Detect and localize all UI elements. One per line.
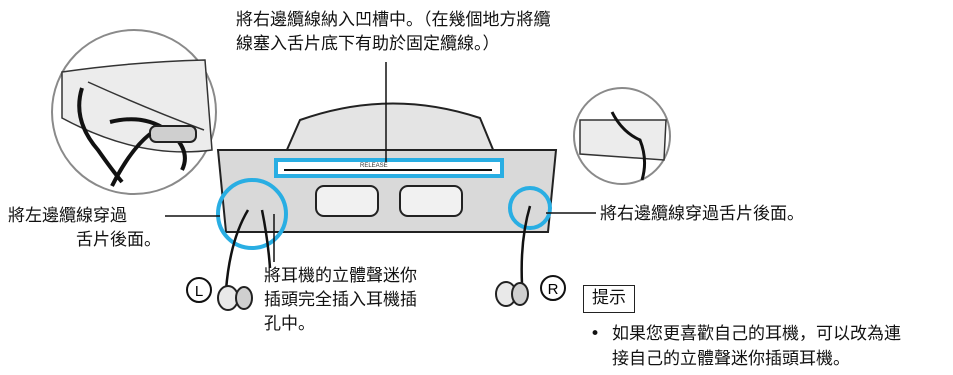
callout-bottom-line2: 插頭完全插入耳機插 [264, 290, 417, 310]
left-earbud [217, 285, 253, 311]
right-cable [520, 205, 532, 285]
callout-top: 將右邊纜線納入凹槽中。（在幾個地方將纜 線塞入舌片底下有助於固定纜線。） [236, 8, 551, 56]
tip-title: 提示 [583, 285, 635, 313]
headset-body [216, 102, 558, 233]
callout-left: 將左邊纜線穿過 舌片後面。 [8, 204, 161, 252]
right-earbud [495, 281, 529, 307]
left-jack-highlight [216, 178, 288, 250]
tip-note: • 如果您更喜歡自己的耳機，可以改為連 接自己的立體聲迷你插頭耳機。 [590, 322, 901, 372]
callout-top-line2: 線塞入舌片底下有助於固定纜線。） [236, 34, 500, 54]
callout-bottom: 將耳機的立體聲迷你 插頭完全插入耳機插 孔中。 [264, 264, 417, 336]
tip-line2: 接自己的立體聲迷你插頭耳機。 [612, 349, 850, 369]
bullet-icon: • [590, 324, 601, 344]
zoom-circle-left [51, 29, 217, 195]
callout-top-line1: 將右邊纜線納入凹槽中。（在幾個地方將纜 [236, 10, 551, 30]
zoom-circle-right [573, 87, 671, 185]
callout-right: 將右邊纜線穿過舌片後面。 [600, 204, 804, 224]
right-jack-highlight [508, 186, 552, 230]
left-marker: L [186, 277, 212, 303]
plug-cable [260, 209, 272, 269]
svg-text:R: R [548, 281, 559, 298]
callout-left-line2: 舌片後面。 [76, 230, 161, 250]
svg-text:L: L [195, 283, 203, 300]
release-label: RELEASE [360, 163, 388, 169]
right-marker: R [540, 275, 566, 301]
tip-line1: 如果您更喜歡自己的耳機，可以改為連 [612, 324, 901, 344]
callout-bottom-line1: 將耳機的立體聲迷你 [264, 266, 417, 286]
callout-left-line1: 將左邊纜線穿過 [8, 206, 127, 226]
left-cable [224, 209, 250, 291]
callout-bottom-line3: 孔中。 [264, 314, 315, 334]
